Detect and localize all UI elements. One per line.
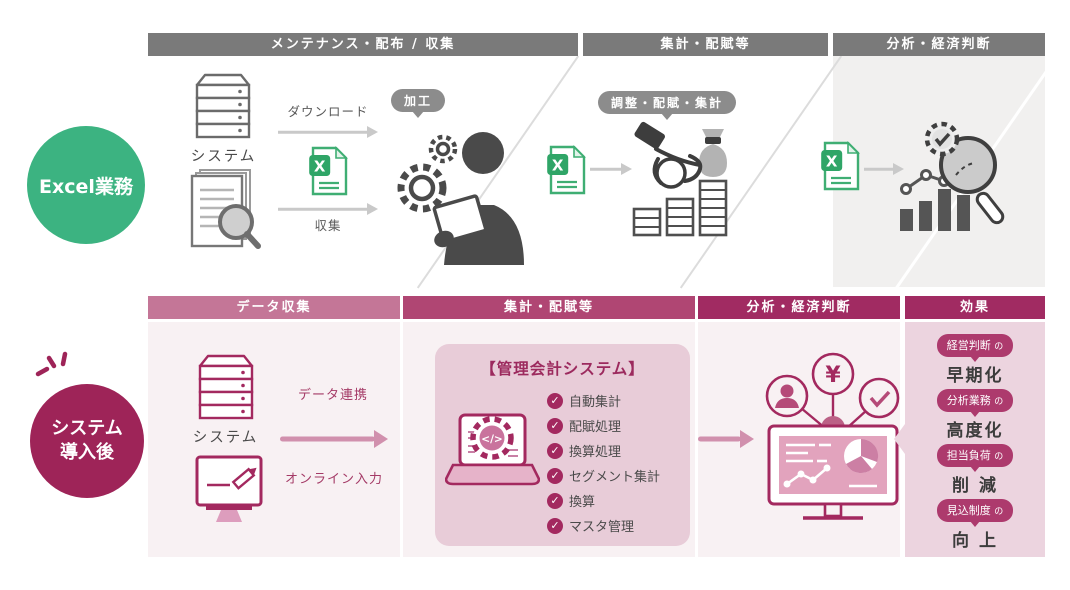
monitor-pencil-icon [194,454,264,532]
worker-gears-icon [386,115,536,269]
excel-file-icon: X [308,146,348,200]
check-icon: ✓ [547,467,563,484]
checklist-item: ✓自動集計 [547,388,660,413]
bottom-header-data-collection: データ収集 [148,296,400,319]
feature-checklist: ✓自動集計 ✓配賦処理 ✓換算処理 ✓セグメント集計 ✓換算 ✓マスタ管理 [547,388,660,538]
after-system-label: システム 導入後 [51,417,123,463]
check-icon: ✓ [547,392,563,409]
analysis-magnifier-icon [896,117,1008,241]
effect-item: 経営判断 の 早期化 [936,334,1014,389]
code-glyph: </> [481,434,502,446]
collect-arrow [278,202,378,216]
effect-result: 向 上 [952,531,998,551]
effect-badge: 担当負荷 の [936,444,1014,467]
online-input-label: オンライン入力 [284,472,383,487]
download-label: ダウンロード [287,104,369,119]
excel-file-icon: X [546,145,586,199]
check-icon: ✓ [547,517,563,534]
checklist-item: ✓セグメント集計 [547,463,660,488]
effect-badge: 分析業務 の [936,389,1014,412]
download-arrow [278,125,378,139]
effect-item: 見込制度 の 向 上 [936,499,1014,554]
effects-panel-notch [894,424,905,454]
bottom-header-aggregation: 集計・配賦等 [403,296,695,319]
sparkle-icon [34,350,74,388]
check-icon: ✓ [547,442,563,459]
system-label-top: システム [190,149,257,165]
flow-arrow [864,162,904,176]
data-link-label: データ連携 [297,388,368,403]
laptop-gear-code-icon: </> [444,402,541,494]
server-icon-magenta [196,354,256,426]
flow-arrow [590,162,632,176]
system-label-bottom: システム [192,430,259,446]
excel-work-circle: Excel業務 [27,126,145,244]
management-accounting-box: 【管理会計システム】 </> ✓自動集計 ✓配賦処理 [435,344,690,546]
after-system-circle: システム 導入後 [30,384,144,498]
yen-glyph: ¥ [825,363,841,388]
hand-money-icon [628,117,743,243]
checklist-item: ✓換算処理 [547,438,660,463]
check-icon: ✓ [547,417,563,434]
data-link-arrow [280,430,388,448]
top-header-aggregation: 集計・配賦等 [583,33,828,56]
effect-item: 分析業務 の 高度化 [936,389,1014,444]
effect-result: 高度化 [946,421,1004,441]
effects-panel: 経営判断 の 早期化 分析業務 の 高度化 担当負荷 の 削 減 見込制度 の … [894,322,1045,557]
check-icon: ✓ [547,492,563,509]
effect-result: 早期化 [946,366,1004,386]
server-icon [193,73,253,145]
effect-result: 削 減 [952,476,998,496]
top-header-analysis: 分析・経済判断 [833,33,1045,56]
excel-file-icon: X [820,141,860,195]
adjust-bubble: 調整・配賦・集計 [598,91,737,114]
checklist-item: ✓マスタ管理 [547,513,660,538]
top-header-maintenance: メンテナンス・配布 / 収集 [148,33,578,56]
to-analysis-arrow [698,430,754,448]
checklist-item: ✓換算 [547,488,660,513]
effect-item: 担当負荷 の 削 減 [936,444,1014,499]
top-right-gray-area [833,56,1045,287]
excel-workflow-band: メンテナンス・配布 / 収集 集計・配賦等 分析・経済判断 システム [148,33,1045,289]
svg-text:X: X [826,153,838,171]
svg-text:X: X [552,157,564,175]
management-accounting-title: 【管理会計システム】 [480,360,645,378]
checklist-item: ✓配賦処理 [547,413,660,438]
dashboard-monitor-icon: ¥ [753,350,913,529]
svg-text:X: X [314,158,326,176]
bottom-header-analysis: 分析・経済判断 [698,296,900,319]
bottom-header-effect: 効果 [905,296,1045,319]
effect-badge: 見込制度 の [936,499,1014,522]
excel-work-label: Excel業務 [39,175,133,198]
process-bubble: 加工 [391,89,446,112]
documents-magnifier-icon [188,166,268,258]
system-workflow-band: データ収集 集計・配賦等 分析・経済判断 効果 システム [148,296,1045,557]
effect-badge: 経営判断 の [936,334,1014,357]
collect-label: 収集 [314,218,342,233]
